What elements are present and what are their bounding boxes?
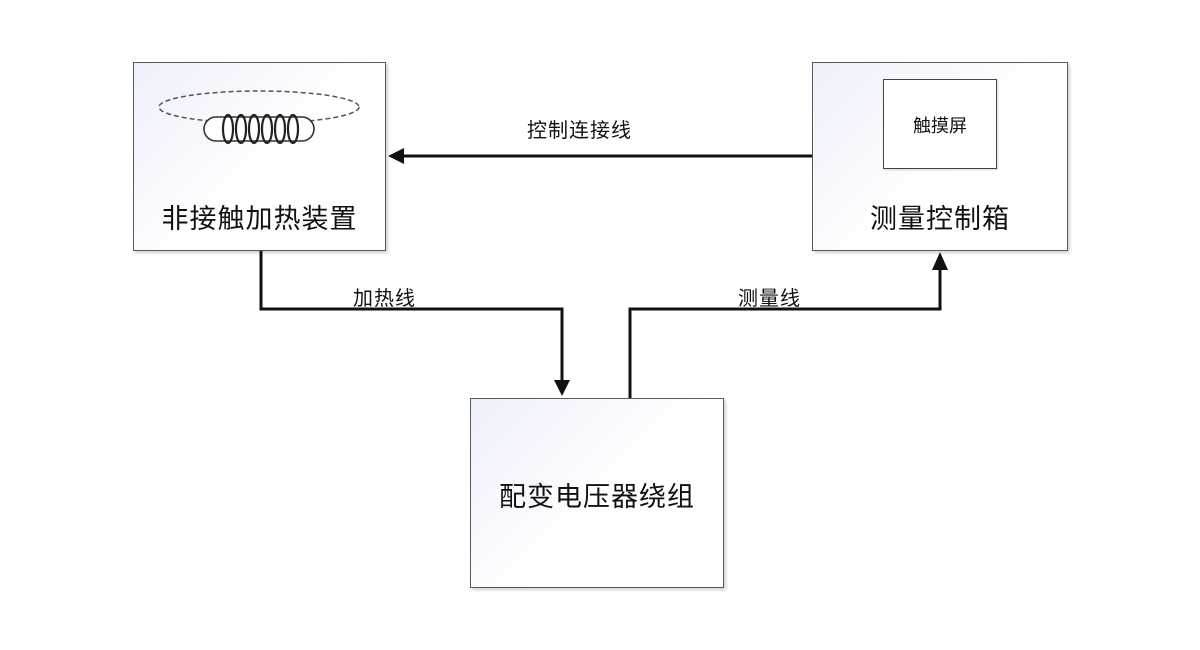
measurement-line-label: 测量线: [738, 286, 801, 310]
transformer-winding-box: 配变电压器绕组: [470, 398, 724, 588]
touchscreen-label: 触摸屏: [913, 116, 967, 137]
heater-label: 非接触加热装置: [161, 204, 358, 235]
measurement-control-box: 触摸屏 测量控制箱: [812, 62, 1068, 251]
measurement-line-arrow: [628, 252, 948, 398]
control-line-label: 控制连接线: [527, 118, 632, 142]
control-connection-arrow: [388, 148, 812, 164]
coil-icon: [158, 90, 360, 145]
transformer-label: 配变电压器绕组: [499, 482, 695, 513]
heating-line-label: 加热线: [353, 286, 416, 310]
heating-line-arrow: [259, 251, 570, 396]
touchscreen-box: 触摸屏: [883, 79, 997, 169]
control-box-label: 测量控制箱: [870, 204, 1010, 235]
non-contact-heater-box: 非接触加热装置: [133, 62, 386, 251]
